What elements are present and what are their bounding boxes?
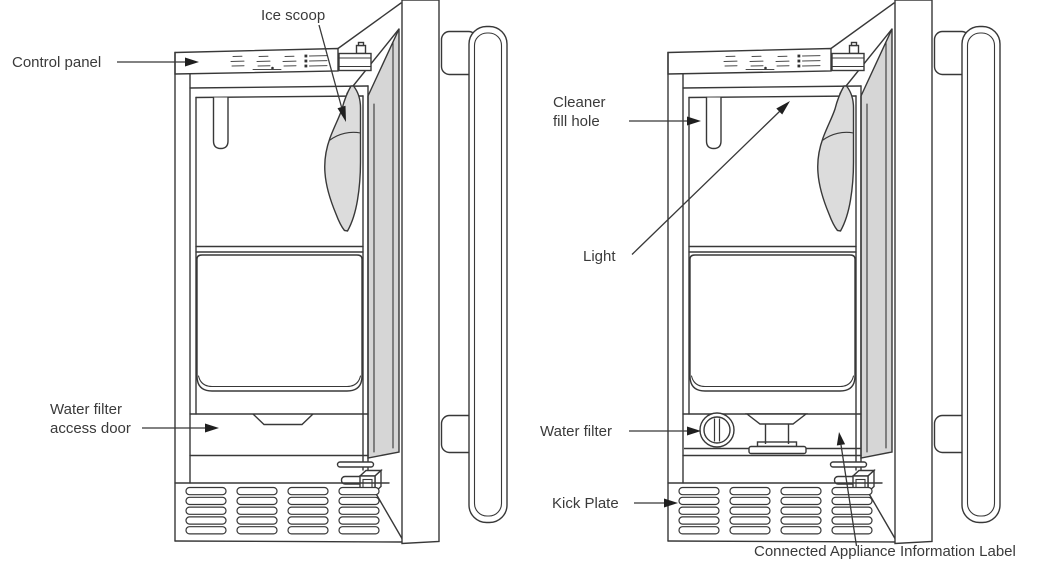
bin-support-pedestal — [744, 413, 809, 455]
kick-plate-label: Kick Plate — [552, 495, 619, 512]
water-filter-access-door-label-line2: access door — [50, 420, 131, 437]
light-label: Light — [583, 248, 616, 265]
control-panel-arrow — [117, 57, 199, 67]
water-filter-access-door-panel — [252, 413, 314, 426]
light-arrow — [631, 101, 790, 255]
cleaner-fill-hole-label-line2: fill hole — [553, 113, 600, 130]
connected-appliance-information-label-label: Connected Appliance Information Label — [754, 543, 1016, 560]
cleaner-fill-hole-label-line1: Cleaner — [553, 94, 606, 111]
connected-appliance-information-label-arrow — [836, 432, 858, 547]
ice-scoop-label: Ice scoop — [261, 7, 326, 24]
cleaner-fill-hole-arrow — [629, 116, 701, 126]
ice-scoop-arrow — [318, 24, 346, 122]
kick-plate-arrow — [634, 498, 678, 508]
water-filter-access-door-label: Water filter access door — [50, 400, 131, 438]
water-filter-compartment — [684, 412, 861, 455]
water-filter-arrow — [629, 426, 701, 436]
callout-arrows — [117, 24, 858, 547]
ice-maker-right-view — [667, 0, 1001, 545]
water-filter-access-door-arrow — [142, 423, 219, 433]
water-filter-label: Water filter — [540, 423, 612, 440]
ice-maker-left-view — [174, 0, 508, 545]
water-filter-knob — [699, 412, 735, 448]
control-panel-label: Control panel — [12, 54, 102, 71]
water-filter-access-door-label-line1: Water filter — [50, 401, 122, 418]
cleaner-fill-hole-label: Cleaner fill hole — [553, 93, 606, 131]
